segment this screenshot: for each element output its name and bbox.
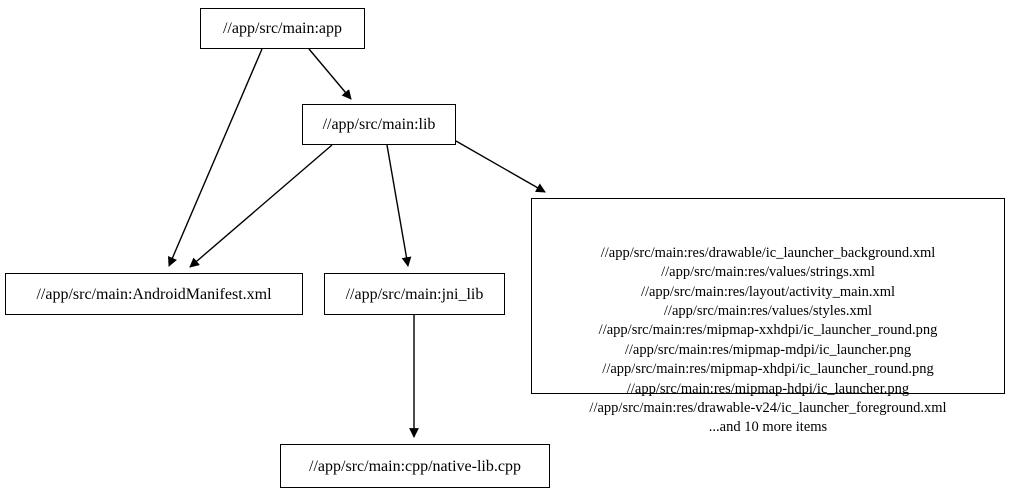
edge-app-to-lib — [308, 48, 352, 100]
resource-line: //app/src/main:res/drawable/ic_launcher_… — [600, 244, 936, 261]
edge-lib-to-resources — [455, 140, 546, 193]
resource-line: //app/src/main:res/values/styles.xml — [663, 303, 873, 320]
resource-line: //app/src/main:res/values/strings.xml — [661, 264, 875, 281]
resource-line: //app/src/main:res/mipmap-xxhdpi/ic_laun… — [598, 322, 938, 339]
resource-line: //app/src/main:res/drawable-v24/ic_launc… — [589, 400, 947, 417]
resource-line: //app/src/main:res/mipmap-hdpi/ic_launch… — [626, 380, 910, 397]
edge-app-to-androidmanifest — [167, 48, 263, 267]
resource-line: //app/src/main:res/mipmap-xhdpi/ic_launc… — [602, 361, 934, 378]
node-resources-list-label: //app/src/main:res/drawable/ic_launcher_… — [532, 244, 1004, 438]
node-jni-lib-label: //app/src/main:jni_lib — [345, 285, 484, 303]
node-androidmanifest[interactable]: //app/src/main:AndroidManifest.xml — [5, 273, 303, 315]
node-androidmanifest-label: //app/src/main:AndroidManifest.xml — [36, 285, 272, 303]
node-app[interactable]: //app/src/main:app — [200, 8, 365, 49]
node-native-lib-cpp[interactable]: //app/src/main:cpp/native-lib.cpp — [280, 444, 550, 488]
node-app-label: //app/src/main:app — [222, 20, 343, 37]
node-lib-label: //app/src/main:lib — [322, 116, 436, 133]
resource-line: ...and 10 more items — [708, 419, 828, 436]
resource-line: //app/src/main:res/layout/activity_main.… — [640, 283, 896, 300]
node-resources-list[interactable]: //app/src/main:res/drawable/ic_launcher_… — [531, 198, 1005, 435]
node-jni-lib[interactable]: //app/src/main:jni_lib — [324, 273, 505, 315]
edge-lib-to-jni-lib — [386, 144, 412, 267]
node-lib[interactable]: //app/src/main:lib — [302, 104, 456, 145]
resource-line: //app/src/main:res/mipmap-mdpi/ic_launch… — [624, 341, 912, 358]
node-native-lib-cpp-label: //app/src/main:cpp/native-lib.cpp — [309, 457, 521, 475]
edge-lib-to-androidmanifest — [189, 144, 333, 268]
